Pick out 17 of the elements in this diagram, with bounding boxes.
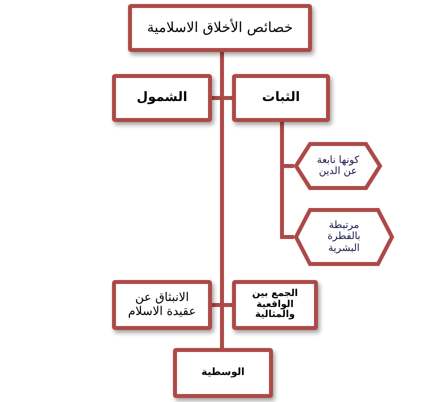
process-box [173,348,273,398]
hexagon-box [294,208,394,266]
node-label: الانبثاق عن عقيدة الاسلام [126,291,198,319]
node-label: الثبات [262,90,300,106]
node-label: كونها نابعة عن الدين [316,154,360,178]
node-label: الشمول [136,90,188,106]
process-box [232,74,330,122]
node-label: مرتبطة بالفطرة البشرية [326,220,362,254]
process-box [112,74,212,122]
node-label: الجمع بين الواقعية والمثالية [251,288,299,322]
process-box [112,280,212,330]
connector-line [220,52,224,348]
node-label: الوسطية [201,367,245,379]
node-label: خصائص الأخلاق الاسلامية [147,20,293,36]
hexagon-box [294,142,382,190]
process-box [128,4,312,52]
process-box [232,280,318,330]
